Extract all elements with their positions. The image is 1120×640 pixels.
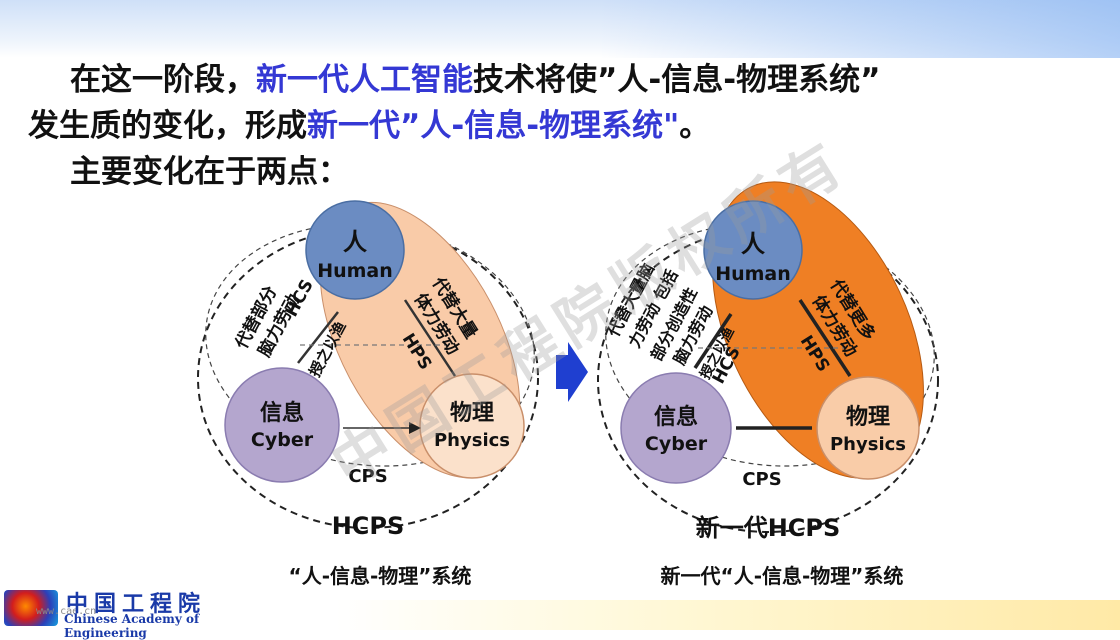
left-cyber-node: [224, 367, 340, 483]
left-cyber-cn: 信息: [260, 400, 304, 426]
intro-line-3: 主要变化在于两点：: [70, 154, 349, 190]
left-human-en: Human: [317, 260, 393, 282]
left-physics-en: Physics: [434, 430, 510, 451]
right-physics-node: [816, 376, 920, 480]
left-diagram: 人 Human 信息 Cyber 物理 Physics HCS HPS CPS …: [197, 200, 539, 588]
left-physics-cn: 物理: [450, 400, 494, 426]
transition-arrow: [556, 342, 588, 402]
right-cyber-cn: 信息: [654, 404, 698, 430]
right-caption: 新一代“人-信息-物理”系统: [661, 564, 904, 588]
intro-line-2-part-c: 。: [679, 108, 711, 144]
intro-line-1-part-a: 在这一阶段，: [70, 62, 256, 98]
cae-logo-mark-icon: [4, 590, 58, 626]
cae-logo: www.cae.cn 中国工程院 Chinese Academy of Engi…: [0, 586, 260, 640]
intro-line-2-part-a: 发生质的变化，形成: [28, 108, 307, 144]
right-cyber-node: [620, 372, 732, 484]
right-physics-cn: 物理: [846, 404, 890, 430]
bottom-gradient-bar: [0, 600, 1120, 630]
logo-chinese-name: 中国工程院: [66, 591, 207, 617]
right-human-cn: 人: [741, 230, 765, 258]
left-human-node: [305, 200, 405, 300]
right-cyber-en: Cyber: [645, 433, 708, 455]
left-hps-link: [403, 299, 457, 377]
right-cps-label: CPS: [742, 469, 781, 490]
intro-line-2-highlight: 新一代”人-信息-物理系统": [307, 108, 680, 144]
intro-line-2: 发生质的变化，形成新一代”人-信息-物理系统"。: [28, 100, 710, 145]
left-cps-label: CPS: [348, 466, 387, 487]
intro-line-1-part-c: 技术将使”人-信息-物理系统”: [473, 62, 881, 98]
right-hcs-link: [693, 313, 733, 369]
top-gradient-bar: [0, 0, 1120, 58]
right-hcps-label: 新一代HCPS: [696, 514, 841, 542]
right-hps-link: [798, 299, 852, 377]
right-human-node: [703, 200, 803, 300]
left-human-cn: 人: [343, 228, 367, 256]
right-physics-en: Physics: [830, 434, 906, 455]
left-hcps-label: HCPS: [332, 512, 405, 540]
intro-line-1: 在这一阶段，新一代人工智能技术将使”人-信息-物理系统”: [70, 54, 880, 99]
logo-url: www.cae.cn: [36, 606, 97, 617]
logo-english-name: Chinese Academy of Engineering: [64, 612, 200, 640]
right-human-en: Human: [715, 263, 791, 285]
left-cyber-en: Cyber: [251, 429, 314, 451]
left-caption: “人-信息-物理”系统: [289, 564, 472, 588]
intro-line-1-highlight: 新一代人工智能: [256, 62, 473, 98]
left-hcs-link: [297, 311, 339, 364]
left-hcps-boundary: [197, 227, 539, 529]
